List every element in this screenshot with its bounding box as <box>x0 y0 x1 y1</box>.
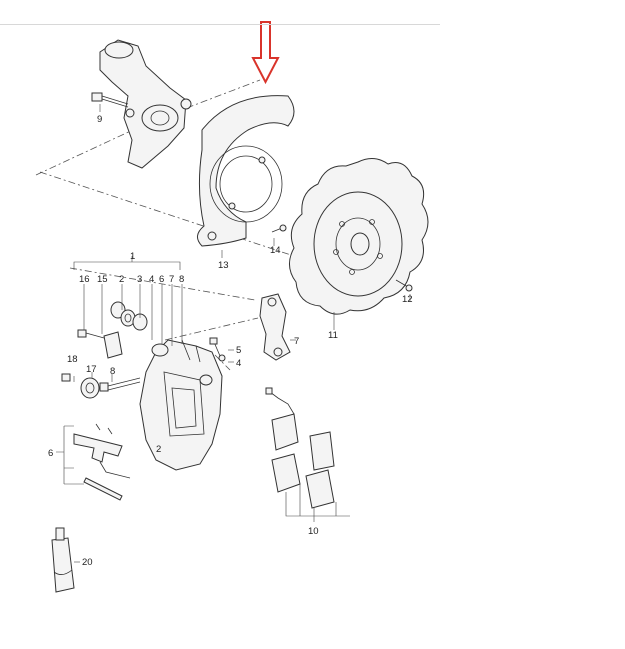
callout-4b: 4 <box>236 358 241 369</box>
callout-3: 3 <box>137 274 142 285</box>
caliper-bracket <box>259 293 291 361</box>
callout-10: 10 <box>308 526 319 537</box>
leader-lines <box>56 104 411 563</box>
callout-14: 14 <box>270 245 281 256</box>
clip-15 <box>103 331 123 359</box>
brake-disc <box>289 158 429 315</box>
grease-tube <box>51 527 75 593</box>
callout-8: 8 <box>179 274 184 285</box>
callout-15: 15 <box>97 274 108 285</box>
callout-11: 11 <box>328 330 338 341</box>
callout-17: 17 <box>86 364 97 375</box>
callout-1: 1 <box>130 251 135 262</box>
retaining-pin <box>83 477 123 501</box>
dust-shield <box>197 95 295 247</box>
screw-12 <box>395 279 413 292</box>
piston-seals <box>110 301 148 331</box>
callout-16: 16 <box>79 274 90 285</box>
brake-pads <box>265 387 335 509</box>
callout-8b: 8 <box>110 366 115 377</box>
callout-4: 4 <box>149 274 154 285</box>
screw-14 <box>271 224 287 233</box>
retaining-spring <box>73 423 131 479</box>
screw-18 <box>61 373 71 382</box>
bleed-screw <box>209 337 226 362</box>
callout-9: 9 <box>97 114 102 125</box>
callout-2a: 2 <box>119 274 124 285</box>
top-divider <box>0 24 440 25</box>
callout-7: 7 <box>169 274 174 285</box>
callout-7b: 7 <box>294 336 299 347</box>
callout-20: 20 <box>82 557 93 568</box>
brake-caliper <box>139 339 223 471</box>
callout-5: 5 <box>236 345 241 356</box>
bolt-8 <box>99 377 141 392</box>
callout-6b: 6 <box>48 448 53 459</box>
bushing-17 <box>80 377 100 399</box>
screw-16 <box>77 329 105 339</box>
bolt-9 <box>91 92 129 108</box>
callout-13: 13 <box>218 260 229 271</box>
callout-2c: 2 <box>156 444 161 455</box>
steering-knuckle <box>99 39 192 169</box>
callout-12: 12 <box>402 294 413 305</box>
callout-6: 6 <box>159 274 164 285</box>
callout-18: 18 <box>67 354 78 365</box>
red-down-arrow <box>251 21 280 85</box>
callout-labels: 9 13 14 12 11 1 16 15 2 3 4 6 7 8 7 5 4 … <box>48 114 413 568</box>
